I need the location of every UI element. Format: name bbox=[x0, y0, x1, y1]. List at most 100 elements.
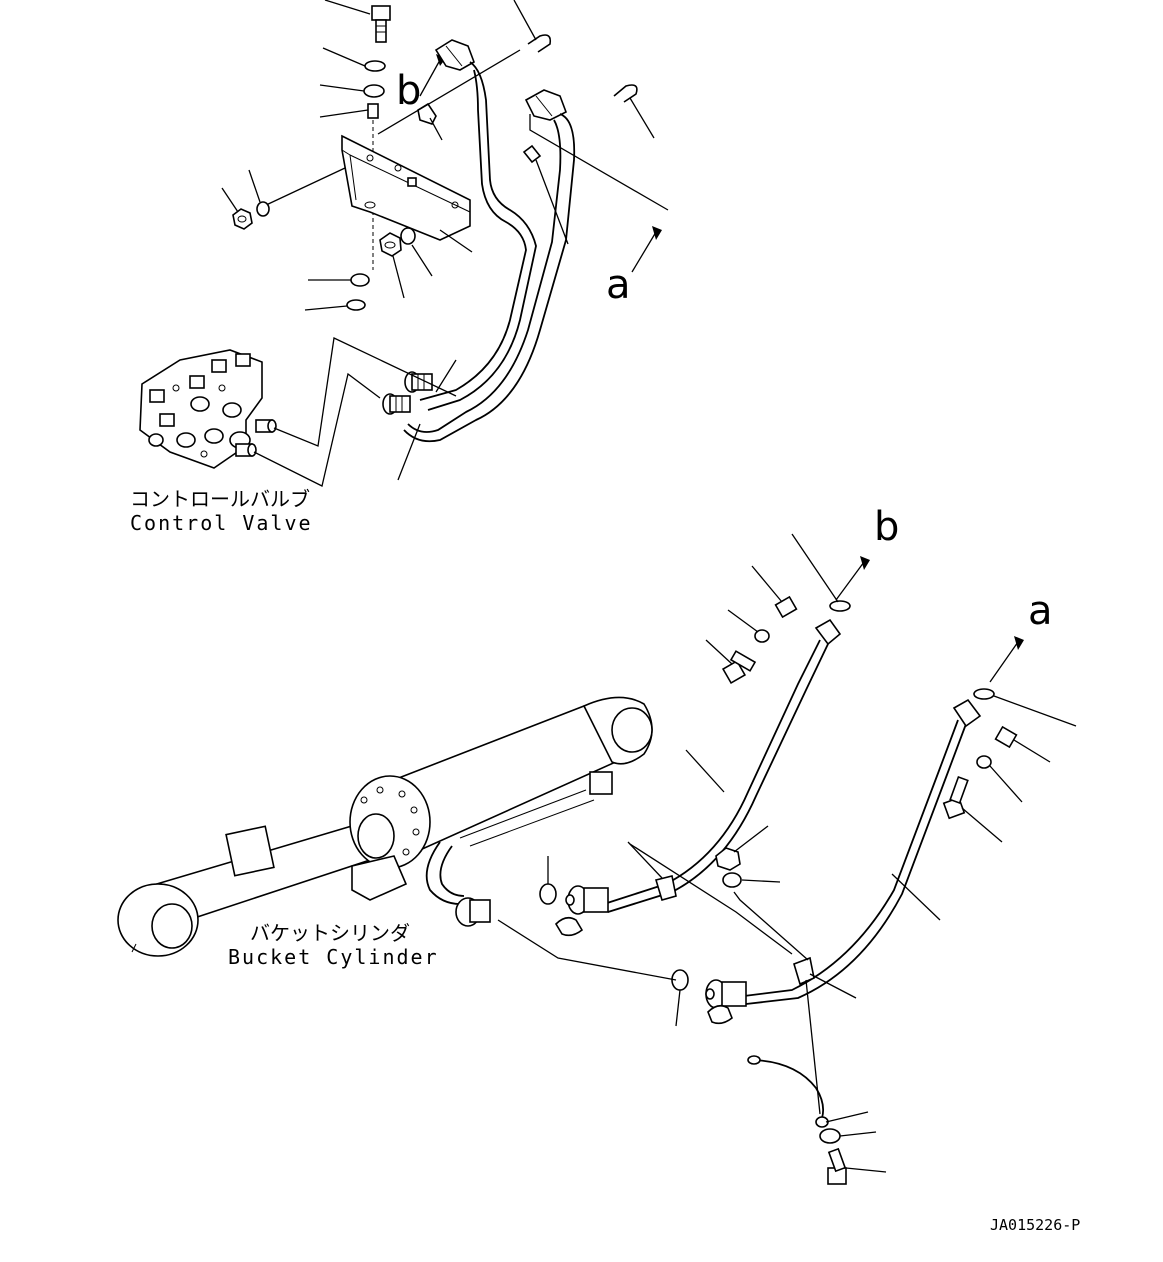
u-clip-icon bbox=[613, 84, 638, 103]
leader-line bbox=[535, 159, 569, 245]
lower-assembly: バケットシリンダ Bucket Cylinder bbox=[117, 504, 1077, 1185]
bolt-icon bbox=[721, 650, 757, 685]
arrow-head bbox=[860, 556, 870, 570]
reference-line bbox=[253, 372, 381, 487]
bucket-cylinder-label-jp: バケットシリンダ bbox=[250, 921, 410, 945]
o-ring-icon bbox=[829, 600, 851, 612]
upper-assembly: b a bbox=[130, 0, 669, 535]
leader-line bbox=[961, 807, 1003, 843]
hose-b bbox=[565, 618, 842, 915]
arrow-shaft bbox=[989, 641, 1019, 683]
reference-line bbox=[377, 49, 521, 135]
drawing-number: JA015226-P bbox=[990, 1216, 1080, 1234]
leader-line bbox=[809, 973, 857, 999]
reference-line bbox=[629, 843, 793, 955]
hose-clamp-icon bbox=[793, 956, 815, 986]
arrow-shaft bbox=[631, 231, 657, 273]
bucket-cylinder-label-en: Bucket Cylinder bbox=[228, 945, 439, 969]
nut-icon bbox=[379, 232, 402, 257]
leader-line bbox=[993, 695, 1077, 727]
leader-line bbox=[263, 167, 346, 207]
leader-line bbox=[324, 0, 371, 15]
leader-line bbox=[319, 109, 369, 118]
leader-line bbox=[513, 0, 537, 41]
nut-icon bbox=[232, 208, 253, 230]
bucket-cylinder bbox=[117, 696, 653, 957]
leader-line bbox=[629, 97, 655, 139]
leader-line bbox=[304, 305, 348, 311]
leader-line bbox=[741, 879, 781, 883]
ref-a-top: a bbox=[606, 262, 631, 308]
bolt-icon bbox=[827, 1147, 847, 1185]
steel-tube-2 bbox=[403, 113, 576, 443]
washer-icon bbox=[819, 1128, 841, 1144]
o-ring-icon bbox=[973, 688, 995, 700]
reference-line bbox=[497, 919, 677, 981]
ground-strap bbox=[747, 1055, 829, 1128]
tube-fitting-top-2 bbox=[524, 89, 568, 121]
washer-icon bbox=[256, 201, 270, 217]
leader-line bbox=[751, 565, 783, 603]
split-flange-icon bbox=[554, 916, 584, 937]
leader-line bbox=[429, 117, 443, 141]
washer-icon bbox=[400, 227, 416, 245]
hose-fitting-icon bbox=[814, 618, 842, 646]
leader-line bbox=[435, 359, 457, 393]
ref-a-bottom: a bbox=[1028, 588, 1053, 634]
reference-line bbox=[733, 891, 809, 961]
arrow-shaft bbox=[835, 561, 865, 601]
leader-line bbox=[248, 169, 261, 203]
clamp-icon bbox=[522, 144, 542, 164]
leader-line bbox=[845, 1167, 887, 1173]
nut-icon bbox=[350, 273, 370, 287]
reference-line bbox=[529, 114, 669, 211]
bolt-icon bbox=[994, 725, 1018, 749]
leader-line bbox=[839, 1131, 877, 1137]
leader-line bbox=[727, 609, 759, 633]
control-valve-label-jp: コントロールバルブ bbox=[130, 487, 310, 511]
leader-line bbox=[705, 639, 733, 665]
leader-line bbox=[891, 873, 941, 921]
washer-icon bbox=[363, 84, 385, 98]
control-valve-label-en: Control Valve bbox=[130, 511, 313, 535]
arrow-shaft bbox=[419, 59, 441, 97]
reference-line bbox=[805, 979, 821, 1115]
washer-icon bbox=[346, 299, 366, 311]
o-ring-icon bbox=[539, 883, 557, 905]
bracket-plate bbox=[341, 134, 471, 241]
leader-line bbox=[989, 765, 1023, 803]
control-valve bbox=[139, 349, 277, 469]
leader-line bbox=[627, 841, 663, 879]
bolt-top bbox=[371, 5, 391, 43]
ref-b-bottom: b bbox=[874, 504, 899, 550]
hose-a bbox=[705, 698, 982, 1009]
arrow-head bbox=[1014, 636, 1024, 650]
leader-line bbox=[733, 825, 769, 853]
tube-end-fitting-2 bbox=[382, 393, 411, 415]
washer-icon bbox=[722, 872, 742, 888]
arrow-head bbox=[652, 226, 662, 240]
tube-fitting-top-1 bbox=[434, 39, 475, 71]
u-clip-icon bbox=[527, 34, 552, 53]
washer-icon bbox=[364, 60, 386, 72]
leader-line bbox=[675, 989, 681, 1027]
reference-line bbox=[273, 337, 457, 447]
leader-line bbox=[685, 749, 725, 793]
spacer-icon bbox=[367, 103, 379, 119]
nut-icon bbox=[715, 847, 741, 871]
ref-b-top: b bbox=[396, 68, 421, 114]
leader-line bbox=[397, 423, 421, 481]
split-flange-icon bbox=[707, 1004, 733, 1025]
leader-line bbox=[319, 84, 365, 92]
leader-line bbox=[411, 244, 433, 277]
leader-line bbox=[825, 1111, 869, 1123]
steel-tube-1 bbox=[419, 61, 537, 411]
leader-line bbox=[439, 229, 473, 253]
leader-line bbox=[221, 187, 239, 213]
leader-line bbox=[322, 47, 366, 67]
leader-line bbox=[1013, 739, 1051, 763]
bolt-icon bbox=[774, 595, 798, 619]
leader-line bbox=[392, 255, 405, 299]
hose-clamp-icon bbox=[654, 875, 677, 901]
